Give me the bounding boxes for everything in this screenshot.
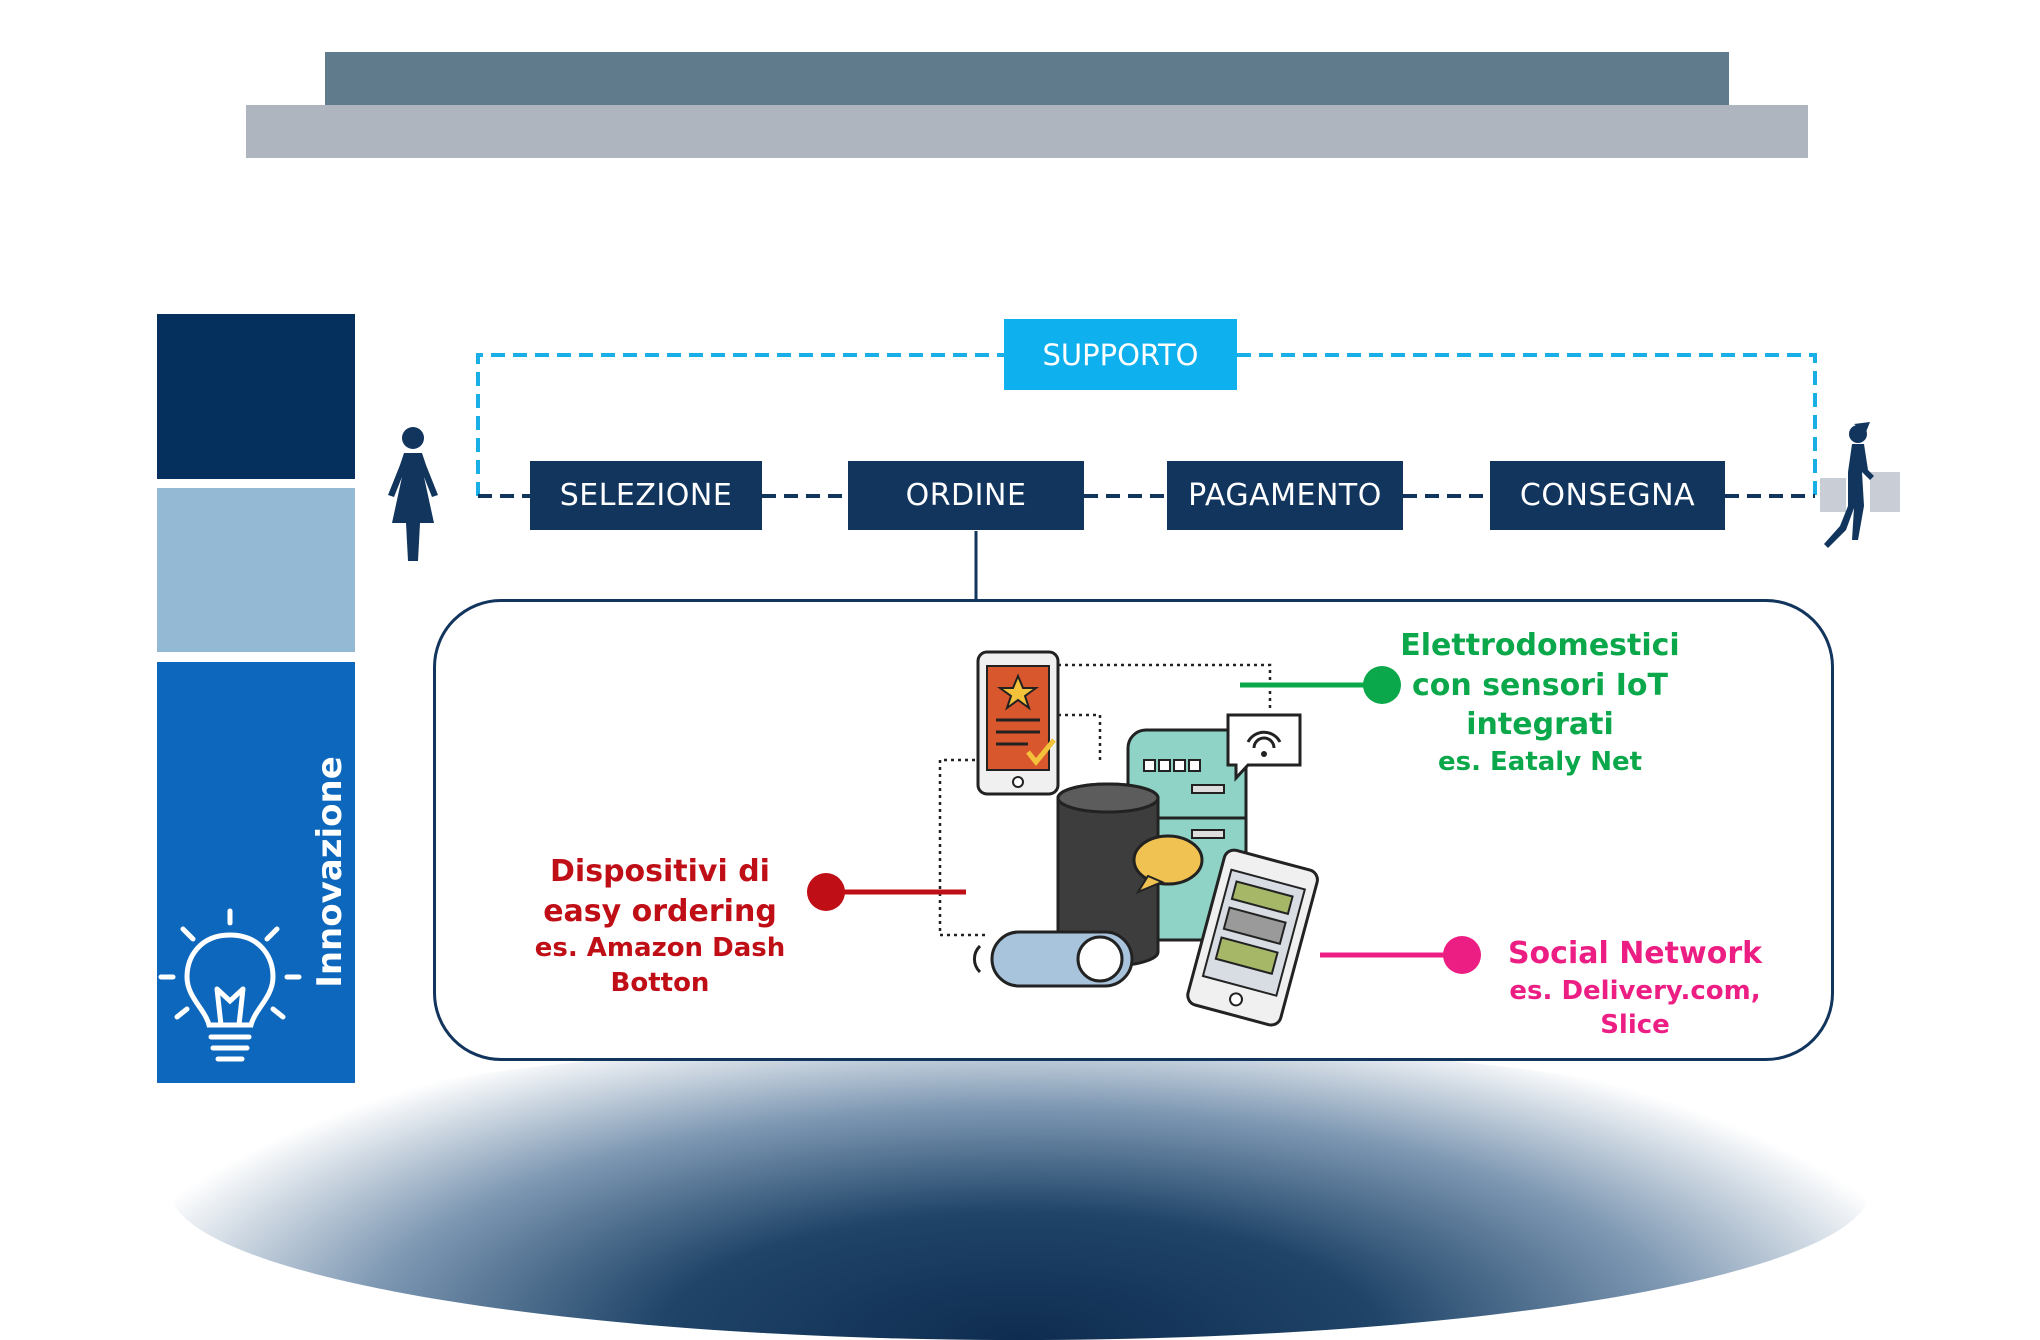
callout-social: Social Network es. Delivery.com, Slice [1480,934,1790,1042]
step-pagamento: PAGAMENTO [1167,461,1403,530]
callout-easy-example-2: Botton [610,967,710,998]
header-band-bottom [246,105,1808,158]
callout-iot-line-2: con sensori IoT [1412,667,1668,703]
callout-social-title: Social Network [1507,936,1763,971]
support-box: SUPPORTO [1004,319,1237,390]
callout-social-example-2: Slice [1600,1009,1670,1040]
step-consegna: CONSEGNA [1490,461,1725,530]
callout-social-example-1: es. Delivery.com, [1509,975,1761,1006]
step-ordine: ORDINE [848,461,1084,530]
iot-marker [1363,666,1401,704]
flow-connectors [476,353,1817,602]
callout-easy-ordering: Dispositivi di easy ordering es. Amazon … [520,852,800,1000]
lightbulb-icon [158,908,302,1062]
social-marker [1443,936,1481,974]
callout-easy-line-2: easy ordering [543,893,777,929]
step-selezione: SELEZIONE [530,461,762,530]
callout-iot-example: es. Eataly Net [1437,746,1643,777]
callout-connectors [807,666,1481,974]
callout-iot: Elettrodomestici con sensori IoT integra… [1380,626,1700,779]
sidebar-block-light [157,488,355,652]
callout-easy-line-1: Dispositivi di [550,854,770,889]
shopper-icon [1820,422,1900,548]
callout-iot-line-3: integrati [1466,707,1614,743]
header-band-top [325,52,1729,106]
callout-iot-line-1: Elettrodomestici [1400,628,1680,663]
callout-easy-example-1: es. Amazon Dash [534,933,786,964]
sidebar-block-dark [157,314,355,479]
devices-illustration [938,650,1319,1027]
woman-icon [388,427,438,561]
easy-ordering-marker [807,873,845,911]
